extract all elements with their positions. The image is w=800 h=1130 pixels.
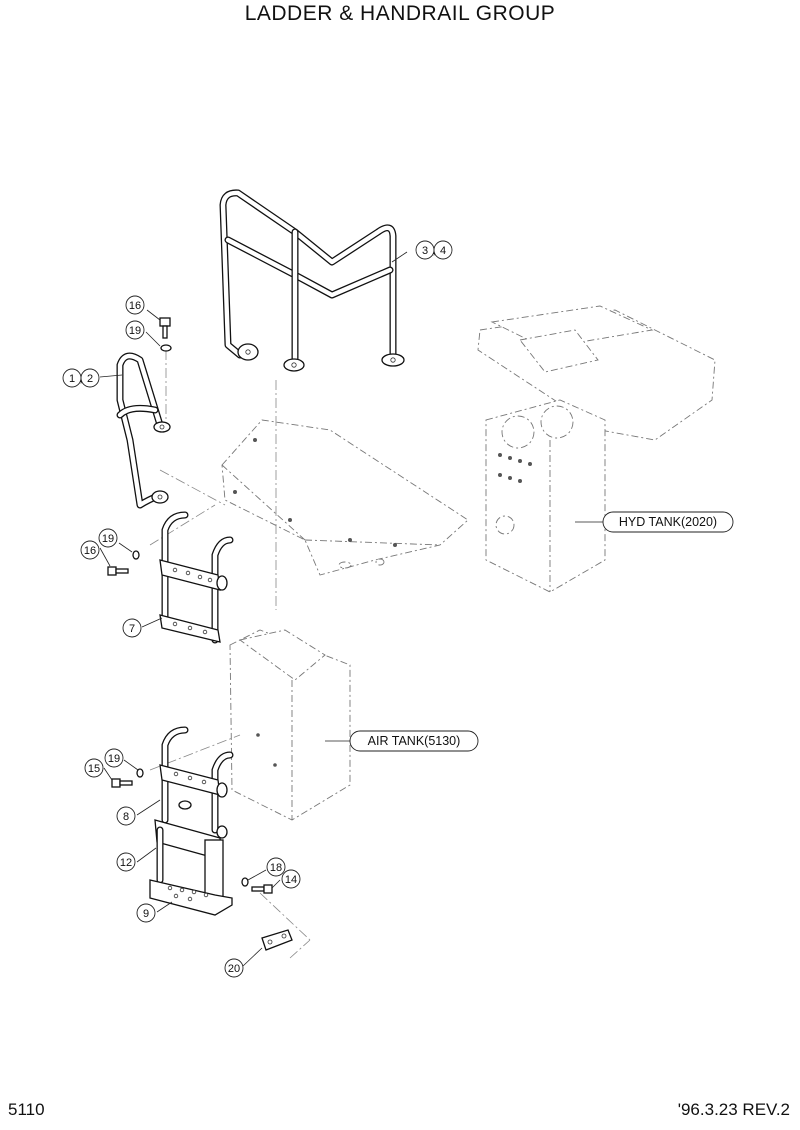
handrail-part-3-4 — [219, 189, 405, 372]
svg-text:19: 19 — [129, 325, 141, 337]
svg-text:1: 1 — [69, 373, 75, 385]
revision-date: '96.3.23 REV.2 — [677, 1100, 790, 1119]
callout-7: 7 — [122, 618, 142, 638]
svg-text:HYD TANK(2020): HYD TANK(2020) — [619, 515, 717, 529]
callout-16-top: 16 — [125, 295, 145, 315]
hydraulic-tank-phantom — [477, 305, 716, 593]
svg-text:AIR TANK(5130): AIR TANK(5130) — [368, 734, 461, 748]
callout-15: 15 — [84, 758, 104, 778]
svg-text:16: 16 — [129, 300, 141, 312]
svg-text:15: 15 — [88, 763, 100, 775]
svg-text:14: 14 — [285, 874, 297, 886]
svg-text:2: 2 — [87, 373, 93, 385]
air-tank-reference: AIR TANK(5130) — [349, 730, 479, 752]
diagram-title: LADDER & HANDRAIL GROUP — [244, 2, 556, 25]
callout-19-top: 19 — [125, 320, 145, 340]
ladder-step-part-9 — [149, 879, 233, 916]
callout-8: 8 — [116, 806, 136, 826]
svg-text:,: , — [79, 373, 82, 385]
bolt-16-top — [159, 317, 172, 352]
svg-text:8: 8 — [123, 811, 129, 823]
svg-text:4: 4 — [440, 245, 446, 257]
svg-text:19: 19 — [108, 753, 120, 765]
callout-18: 18 — [266, 857, 286, 877]
bolt-16-middle — [107, 550, 140, 576]
hyd-tank-reference: HYD TANK(2020) — [602, 511, 734, 533]
page-number: 5110 — [8, 1100, 45, 1119]
lower-ladder-part-8 — [159, 726, 234, 834]
svg-text:16: 16 — [84, 545, 96, 557]
callout-9: 9 — [136, 903, 156, 923]
svg-text:3: 3 — [422, 245, 428, 257]
plate-part-20 — [261, 929, 293, 951]
bolt-15 — [111, 768, 144, 788]
small-handrail-part-1-2 — [116, 352, 171, 509]
svg-text:19: 19 — [102, 533, 114, 545]
bolt-14 — [241, 877, 273, 894]
callout-19-lower: 19 — [104, 748, 124, 768]
svg-text:18: 18 — [270, 862, 282, 874]
callout-16-middle: 16 — [80, 540, 100, 560]
callout-14: 14 — [281, 869, 301, 889]
ladder-frame-part-12 — [154, 819, 228, 901]
svg-text:9: 9 — [143, 908, 149, 920]
deck-bracket-phantom — [221, 419, 469, 576]
callout-19-middle: 19 — [98, 528, 118, 548]
air-tank-phantom — [229, 629, 351, 821]
svg-text:7: 7 — [129, 623, 135, 635]
svg-text:12: 12 — [120, 857, 132, 869]
svg-text:20: 20 — [228, 963, 240, 975]
upper-ladder-part-7 — [159, 511, 234, 644]
callout-20: 20 — [224, 958, 244, 978]
svg-text:,: , — [432, 245, 435, 257]
callout-1-2: 1 , 2 — [62, 368, 100, 388]
callout-12: 12 — [116, 852, 136, 872]
callout-3-4: 3 , 4 — [415, 240, 453, 260]
